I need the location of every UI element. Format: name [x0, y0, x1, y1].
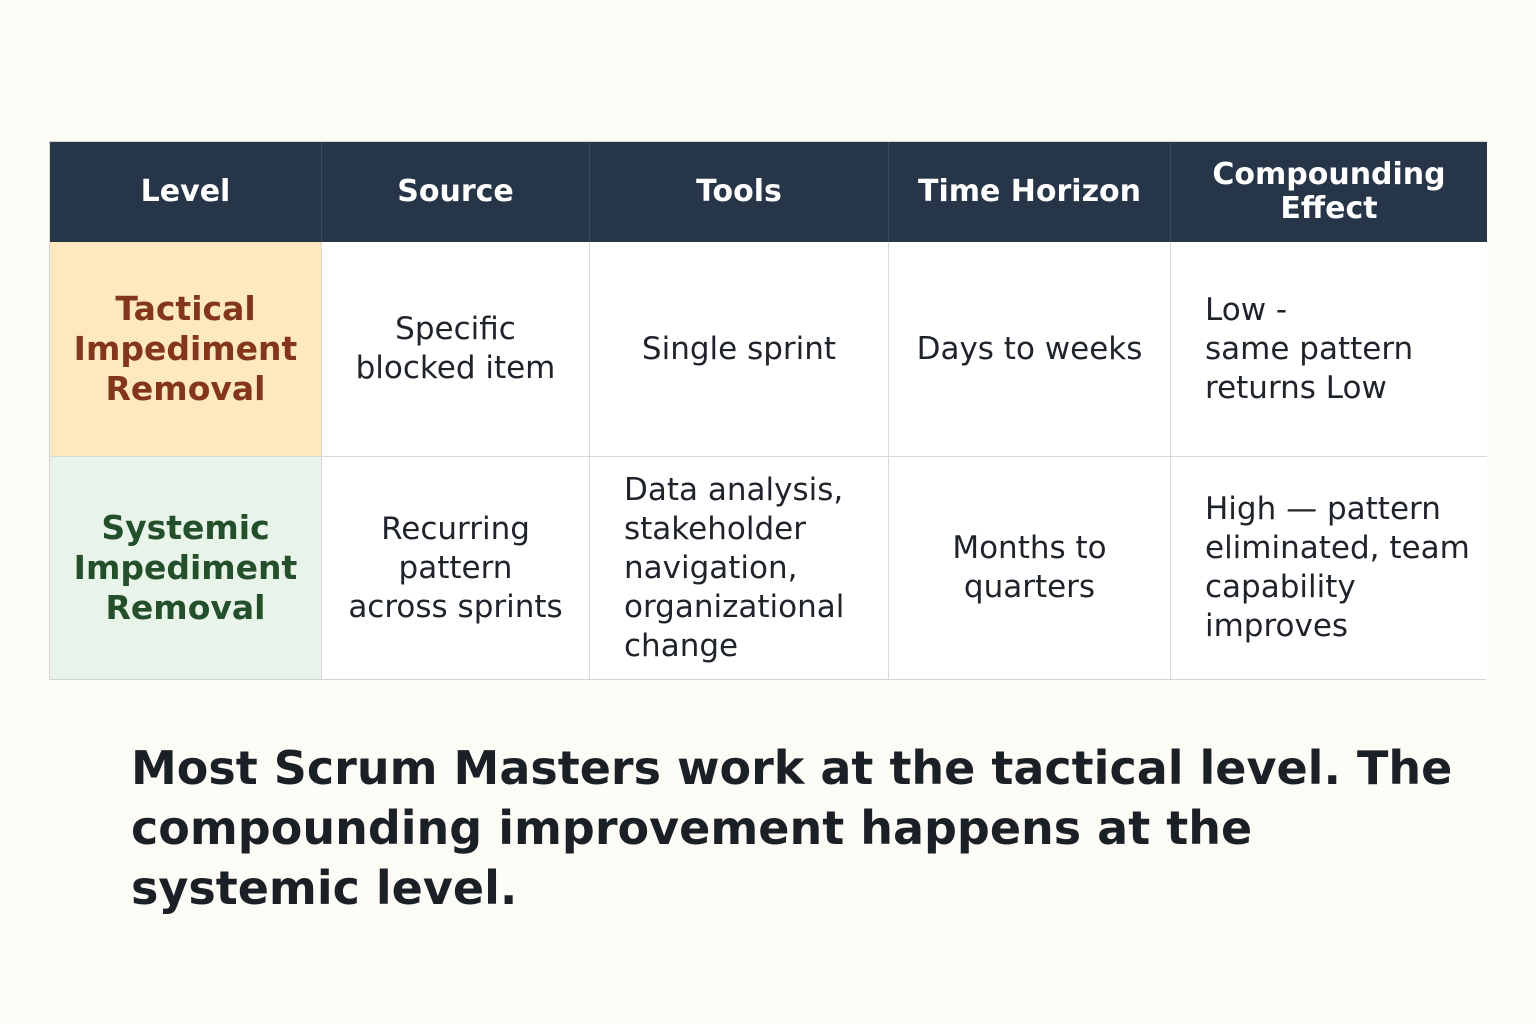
tactical-tools-text: Single sprint — [641, 330, 837, 367]
header-time-horizon: Time Horizon — [889, 142, 1171, 242]
header-level-label: Level — [140, 174, 231, 209]
tactical-source-text: Specific blocked item — [355, 311, 556, 386]
tactical-tools-cell: Single sprint — [590, 242, 889, 457]
systemic-time-horizon-text: Months to quarters — [952, 530, 1107, 605]
header-source: Source — [322, 142, 590, 242]
systemic-level-label: Systemic Impediment Removal — [73, 508, 298, 627]
impediment-comparison-table: Level Source Tools Time Horizon Compound… — [49, 141, 1487, 680]
header-level: Level — [50, 142, 322, 242]
systemic-source-text: Recurring pattern across sprints — [348, 510, 563, 625]
systemic-tools-text: Data analysis, stakeholder navigation, o… — [624, 471, 845, 664]
tactical-source-cell: Specific blocked item — [322, 242, 590, 457]
tactical-level-label: Tactical Impediment Removal — [73, 289, 298, 408]
header-tools: Tools — [590, 142, 889, 242]
systemic-compounding-effect-text: High — pattern eliminated, team capabili… — [1205, 491, 1470, 644]
tactical-time-horizon-text: Days to weeks — [916, 330, 1143, 367]
systemic-compounding-effect-cell: High — pattern eliminated, team capabili… — [1171, 457, 1487, 679]
tactical-compounding-effect-text: Low - same pattern returns Low — [1205, 291, 1414, 406]
tactical-level-cell: Tactical Impediment Removal — [50, 242, 322, 457]
systemic-tools-cell: Data analysis, stakeholder navigation, o… — [590, 457, 889, 679]
tactical-time-horizon-cell: Days to weeks — [889, 242, 1171, 457]
header-tools-label: Tools — [696, 174, 782, 209]
header-compounding-effect-label: Compounding Effect — [1212, 157, 1446, 226]
header-time-horizon-label: Time Horizon — [917, 174, 1142, 209]
header-compounding-effect: Compounding Effect — [1171, 142, 1487, 242]
systemic-level-cell: Systemic Impediment Removal — [50, 457, 322, 679]
systemic-time-horizon-cell: Months to quarters — [889, 457, 1171, 679]
systemic-source-cell: Recurring pattern across sprints — [322, 457, 590, 679]
header-source-label: Source — [397, 174, 514, 209]
summary-caption: Most Scrum Masters work at the tactical … — [131, 741, 1453, 915]
tactical-compounding-effect-cell: Low - same pattern returns Low — [1171, 242, 1487, 457]
